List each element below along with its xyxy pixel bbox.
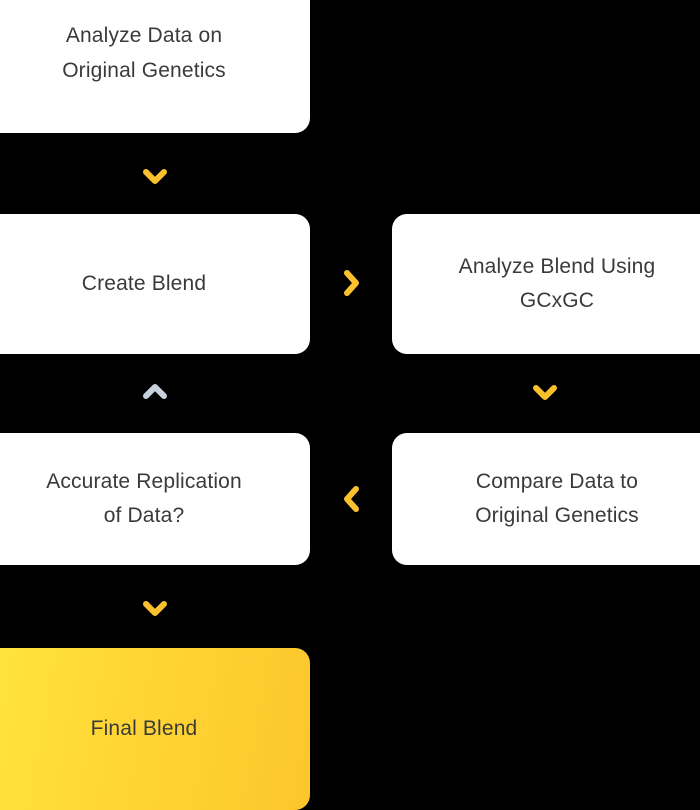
node-label: Accurate Replication of Data?: [46, 469, 242, 527]
chevron-down-icon: [528, 375, 562, 409]
node-label: Create Blend: [81, 271, 207, 295]
node-analyze-blend[interactable]: Analyze Blend Using GCxGC: [392, 214, 700, 354]
node-create-blend[interactable]: Create Blend: [0, 214, 310, 354]
node-accurate-replication[interactable]: Accurate Replication of Data?: [0, 433, 310, 565]
node-analyze-original[interactable]: Analyze Data on Original Genetics: [0, 0, 310, 133]
node-label: Analyze Data on Original Genetics: [62, 24, 226, 82]
chevron-up-icon: [138, 375, 172, 409]
chevron-left-icon: [334, 482, 368, 516]
chevron-down-icon: [138, 591, 172, 625]
node-label: Compare Data to Original Genetics: [475, 469, 639, 527]
node-label: Final Blend: [90, 716, 198, 740]
node-final-blend[interactable]: Final Blend: [0, 648, 310, 810]
node-label: Analyze Blend Using GCxGC: [458, 254, 656, 312]
node-compare-data[interactable]: Compare Data to Original Genetics: [392, 433, 700, 565]
chevron-down-icon: [138, 159, 172, 193]
chevron-right-icon: [334, 266, 368, 300]
